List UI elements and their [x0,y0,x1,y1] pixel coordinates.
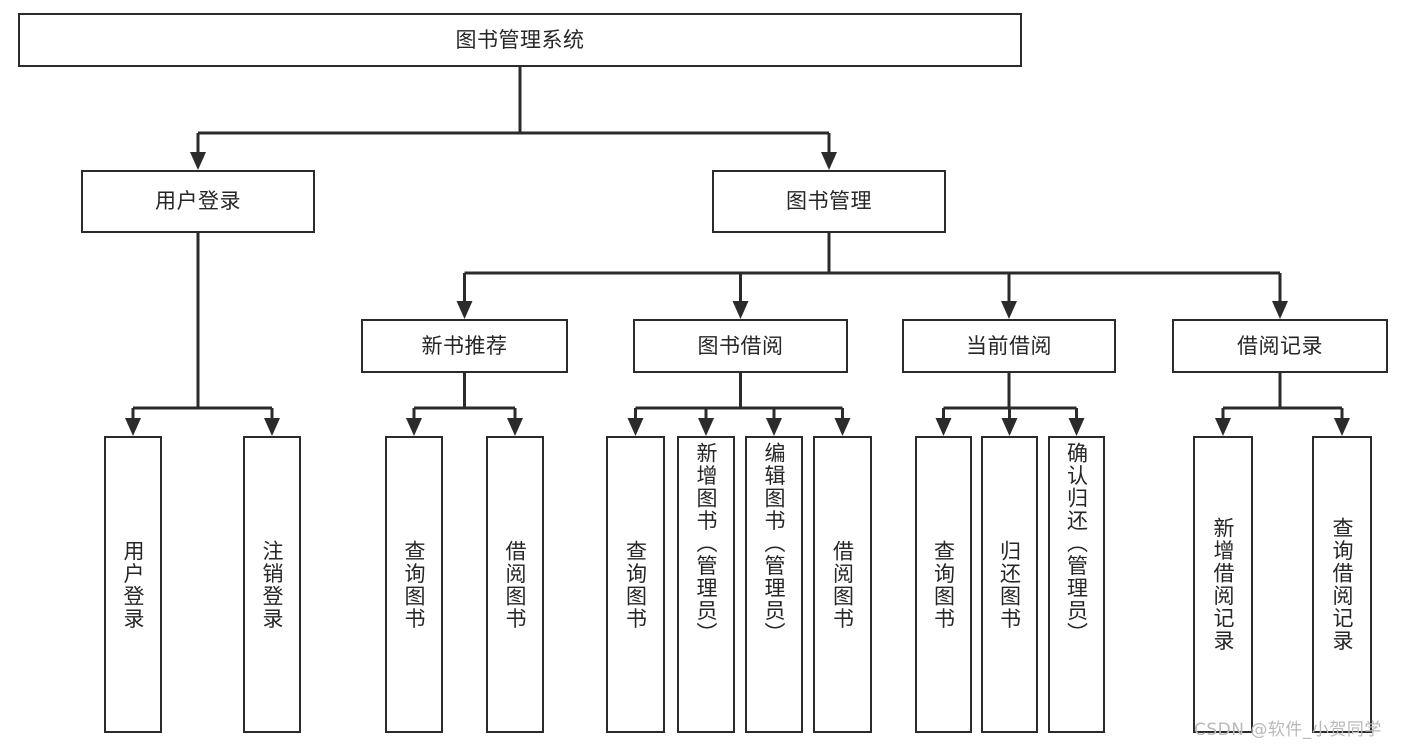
node-leaf-cur-1[interactable]: 查询图书 [915,436,972,733]
node-label: 当前借阅 [966,333,1052,358]
node-root[interactable]: 图书管理系统 [18,13,1022,67]
node-label: 借阅记录 [1237,333,1323,358]
node-leaf-borrow-1[interactable]: 查询图书 [606,436,665,733]
node-bookmgmt[interactable]: 图书管理 [712,170,946,233]
node-label: 图书借阅 [697,333,784,358]
arrowhead [935,418,952,436]
arrowhead [1068,418,1085,436]
node-label: 确认归还（管理员） [1064,442,1089,645]
node-borrow[interactable]: 图书借阅 [633,319,848,373]
arrowhead [1215,418,1231,436]
arrowhead [698,418,714,436]
node-label: 查询图书 [402,539,427,630]
arrowhead [821,152,837,170]
arrowhead [1001,301,1017,319]
node-label: 图书管理 [786,189,872,214]
node-newbook[interactable]: 新书推荐 [361,319,568,373]
node-label: 用户登录 [121,539,146,630]
node-label: 查询图书 [931,539,956,630]
node-leaf-rec-1[interactable]: 新增借阅记录 [1193,436,1253,733]
arrowhead [456,301,473,319]
node-leaf-borrow-3[interactable]: 编辑图书（管理员） [745,436,803,733]
node-label: 借阅图书 [830,539,855,630]
node-label: 新增借阅记录 [1211,517,1236,652]
node-label: 用户登录 [155,189,241,214]
arrowhead [406,418,422,436]
node-current[interactable]: 当前借阅 [902,319,1116,373]
arrowhead [627,418,644,436]
node-label: 注销登录 [260,539,285,630]
arrowhead [507,418,523,436]
node-leaf-borrow-2[interactable]: 新增图书（管理员） [677,436,735,733]
node-leaf-rec-2[interactable]: 查询借阅记录 [1312,436,1372,733]
node-leaf-login-1[interactable]: 用户登录 [104,436,162,733]
node-leaf-cur-3[interactable]: 确认归还（管理员） [1048,436,1105,733]
node-label: 查询图书 [623,539,648,630]
node-login[interactable]: 用户登录 [81,170,315,233]
arrowhead [1272,301,1288,319]
node-label: 新书推荐 [421,333,508,358]
node-label: 归还图书 [997,539,1022,630]
arrowhead [264,418,280,436]
arrowhead [732,301,749,319]
node-label: 图书管理系统 [455,27,585,52]
arrowhead [125,418,141,436]
arrowhead [834,418,851,436]
arrowhead [1334,418,1350,436]
node-label: 编辑图书（管理员） [762,442,787,645]
arrowhead [766,418,782,436]
node-leaf-new-2[interactable]: 借阅图书 [486,436,544,733]
node-label: 查询借阅记录 [1330,517,1355,652]
node-leaf-cur-2[interactable]: 归还图书 [981,436,1038,733]
node-label: 新增图书（管理员） [694,442,719,645]
node-leaf-new-1[interactable]: 查询图书 [385,436,443,733]
watermark-text: CSDN @软件_小贺同学 [1194,720,1382,740]
node-label: 借阅图书 [503,539,528,630]
node-records[interactable]: 借阅记录 [1172,319,1388,373]
node-leaf-login-2[interactable]: 注销登录 [243,436,301,733]
arrowhead [1001,418,1018,436]
arrowhead [190,152,206,170]
node-leaf-borrow-4[interactable]: 借阅图书 [813,436,872,733]
